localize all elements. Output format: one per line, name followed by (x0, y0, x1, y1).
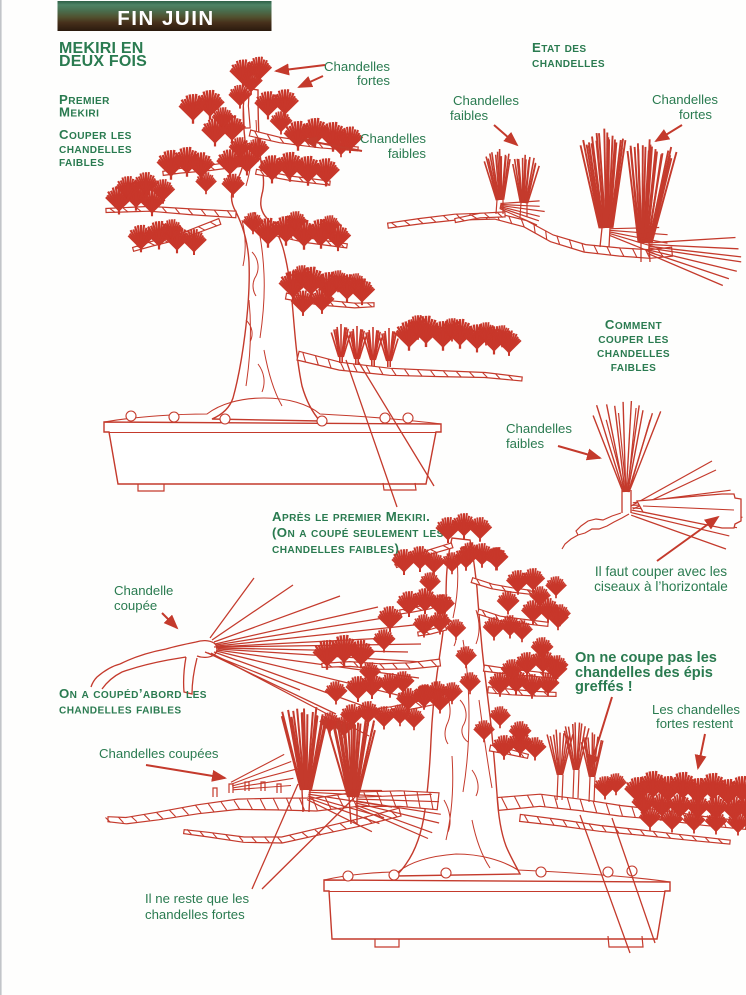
svg-text:CHANDELLES FAIBLES: CHANDELLES FAIBLES (59, 702, 182, 717)
svg-text:Chandelles: Chandelles (360, 131, 426, 146)
svg-text:MEKIRI EN: MEKIRI EN (59, 40, 143, 57)
svg-text:faibles: faibles (450, 108, 489, 123)
svg-text:CHANDELLES: CHANDELLES (597, 349, 670, 360)
svg-text:fortes: fortes (679, 107, 712, 122)
svg-text:FAIBLES: FAIBLES (611, 363, 656, 374)
svg-text:greffés !: greffés ! (575, 679, 633, 695)
svg-text:fortes restent: fortes restent (656, 716, 733, 731)
svg-text:coupée: coupée (114, 598, 157, 613)
svg-text:fortes: fortes (357, 73, 390, 88)
svg-text:(ON A COUPÉ SEULEMENT LES: (ON A COUPÉ SEULEMENT LES (272, 525, 444, 540)
svg-text:Chandelles: Chandelles (453, 93, 519, 108)
svg-text:chandelles des épis: chandelles des épis (575, 665, 713, 681)
svg-text:Il ne reste que les: Il ne reste que les (145, 891, 250, 906)
svg-text:chandelles fortes: chandelles fortes (145, 907, 245, 922)
svg-text:Chandelles: Chandelles (652, 92, 718, 107)
svg-text:DEUX FOIS: DEUX FOIS (59, 53, 147, 70)
svg-text:Chandelles: Chandelles (506, 421, 572, 436)
svg-text:faibles: faibles (388, 146, 427, 161)
svg-text:CHANDELLES FAIBLES): CHANDELLES FAIBLES) (272, 541, 399, 556)
svg-text:PREMIER: PREMIER (59, 92, 110, 107)
svg-text:ciseaux à l’horizontale: ciseaux à l’horizontale (594, 579, 728, 594)
svg-text:Les chandelles: Les chandelles (652, 702, 740, 717)
svg-text:Chandelles: Chandelles (324, 59, 390, 74)
svg-text:CHANDELLES: CHANDELLES (532, 59, 605, 70)
svg-text:MEKIRI: MEKIRI (59, 105, 99, 120)
svg-text:FIN JUIN: FIN JUIN (117, 7, 214, 30)
svg-text:COUPER LES: COUPER LES (598, 331, 669, 346)
svg-text:Chandelle: Chandelle (114, 583, 173, 598)
svg-text:CHANDELLES: CHANDELLES (59, 145, 132, 156)
svg-text:Chandelles coupées: Chandelles coupées (99, 746, 219, 761)
svg-text:faibles: faibles (506, 436, 545, 451)
svg-text:ETAT DES: ETAT DES (532, 40, 587, 55)
svg-text:FAIBLES: FAIBLES (59, 158, 104, 169)
svg-text:ON A COUPÉD’ABORD LES: ON A COUPÉD’ABORD LES (59, 686, 207, 701)
svg-text:On ne coupe pas les: On ne coupe pas les (575, 650, 717, 666)
svg-text:APRÈS LE PREMIER MEKIRI.: APRÈS LE PREMIER MEKIRI. (272, 509, 430, 524)
svg-text:COUPER LES: COUPER LES (59, 127, 132, 142)
svg-text:COMMENT: COMMENT (605, 317, 663, 332)
svg-text:Il faut couper avec les: Il faut couper avec les (595, 564, 727, 579)
